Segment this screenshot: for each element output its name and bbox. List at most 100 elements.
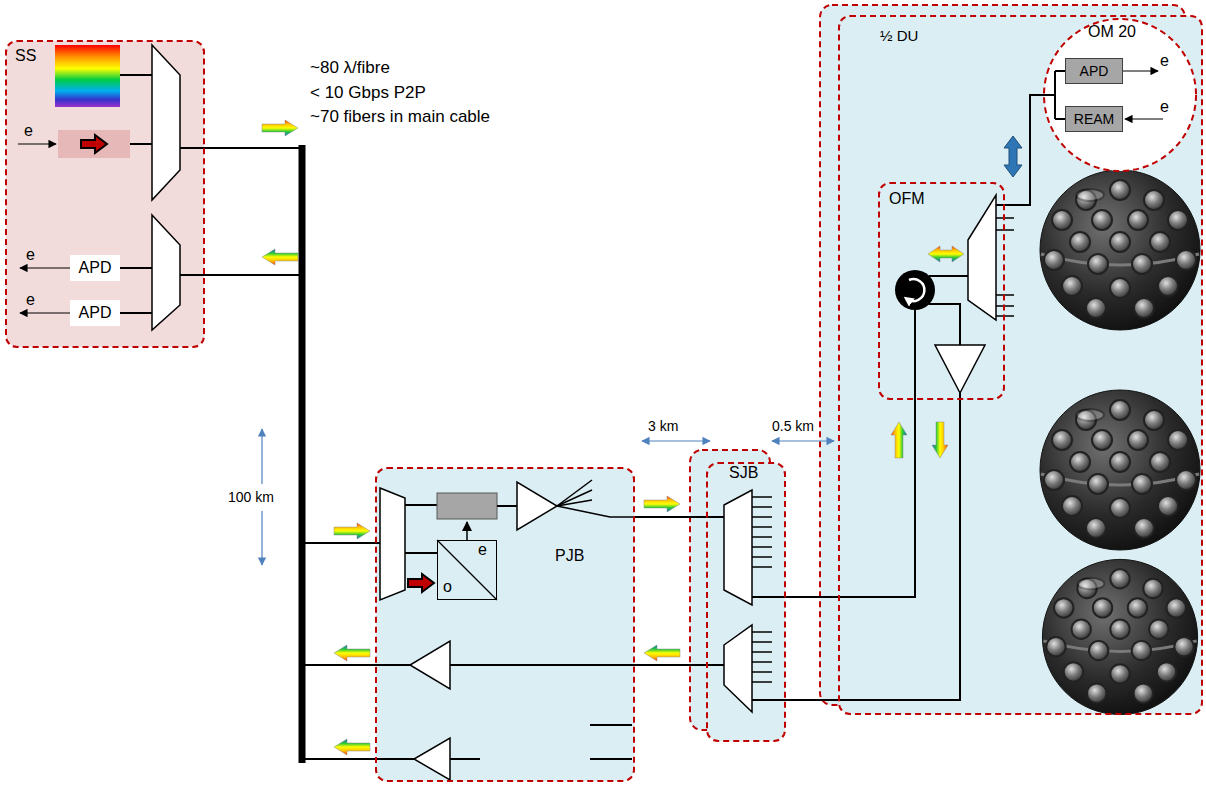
optical-module-photo [1040,170,1200,330]
fiber-wire [1042,94,1055,96]
demultiplexer [724,490,752,605]
wavelength-arrow [262,120,298,136]
node-label: SS [15,47,36,65]
multiplexer [724,625,752,712]
dimension-arrow [772,440,834,441]
fiber-stub [752,681,772,683]
box-fill [839,16,1202,714]
demultiplexer [152,215,180,330]
fiber-wire [914,310,916,400]
node-label: REAM [1074,111,1114,127]
fiber-stub [996,294,1014,296]
control-arrow [466,522,468,540]
fiber-wire [752,596,786,598]
wavelength-arrow [644,645,680,661]
laser-arrow [408,574,434,592]
converter-diagonal [437,540,497,600]
node-label: APD [79,304,112,322]
optical-module-photo [1040,390,1200,550]
photodiode-box: APD [70,300,120,326]
fan-out-fiber [557,500,592,506]
node-label: OFM [889,190,925,208]
fiber-wire [929,304,960,345]
fiber-stub [752,566,772,568]
fiber-stub [752,526,772,528]
fiber-wire [1055,118,1065,120]
dimension-arrow [642,440,710,441]
fiber-wire [706,516,724,518]
laser-arrow [81,135,107,153]
multiplexer [968,195,996,320]
node-label: APD [79,259,112,277]
node-label: PJB [555,547,584,565]
annotation: ~80 λ/fibre [310,58,390,78]
annotation: 100 km [228,489,274,505]
node-label: o [443,578,452,596]
modulator [437,493,497,519]
converter-box: eo [437,540,497,600]
fiber-stub [996,315,1014,317]
fan-out-fiber [557,490,592,506]
bidirectional-arrow [1004,136,1022,177]
annotation: e [24,122,33,140]
spare-fiber [590,724,632,726]
signal-arrow [1123,70,1158,71]
fiber-wire [180,274,205,276]
circulator-arrow [907,279,924,301]
fiber-stub [996,229,1014,231]
fiber-wire [1055,70,1065,72]
dimension-arrow [261,511,262,565]
fiber-wire [706,664,724,666]
signal-arrow [20,312,70,313]
annotation: < 10 Gbps P2P [310,83,426,103]
fiber-wire [450,664,635,666]
node-label: APD [1080,63,1109,79]
fiber-stub [752,631,772,633]
demultiplexer [380,488,405,600]
box-fill [376,468,634,781]
wavelength-arrow [891,422,907,458]
fiber-stub [752,546,772,548]
box-fill [707,463,785,741]
optical-module-circle: OM 20APDREAM [1042,17,1198,173]
fiber-link [205,275,375,665]
annotation: e [1160,52,1169,70]
photodiode-box: APD [1065,58,1123,84]
fiber-wire [929,275,968,277]
box-fill [6,41,204,347]
node-label: e [478,541,487,559]
wavelength-arrow [932,422,948,458]
module-outline [1042,17,1198,173]
spare-fiber [590,758,632,760]
fiber-wire [180,147,205,149]
shore-station-box: SS APD APD [5,40,205,348]
junction-box: PJBeo [375,467,635,782]
fanout-module-box: OFM [878,182,1005,400]
module-outline-circle [1044,19,1196,171]
junction-box: SJB [706,462,786,742]
fan-out-fiber [557,480,592,506]
node-label: ½ DU [880,27,918,44]
annotation: 3 km [648,418,678,434]
fiber-wire [405,504,437,506]
dimension-arrow [261,429,262,484]
fiber-wire [120,267,152,269]
fiber-stub [752,536,772,538]
fiber-stub [996,305,1014,307]
signal-arrow [18,143,56,144]
fiber-wire [375,758,414,760]
wavelength-arrow [334,523,370,539]
fiber-wire [120,74,152,76]
fiber-stub [996,217,1014,219]
photodiode-box: APD [70,255,120,281]
amplifier [410,641,450,689]
fiber-link [635,516,706,518]
light-source [55,45,120,107]
fiber-stub [752,641,772,643]
laser-box [58,130,130,158]
fiber-wire [130,143,152,145]
fiber-wire [752,699,786,701]
fiber-wire [405,552,437,554]
node-label: SJB [729,464,758,482]
